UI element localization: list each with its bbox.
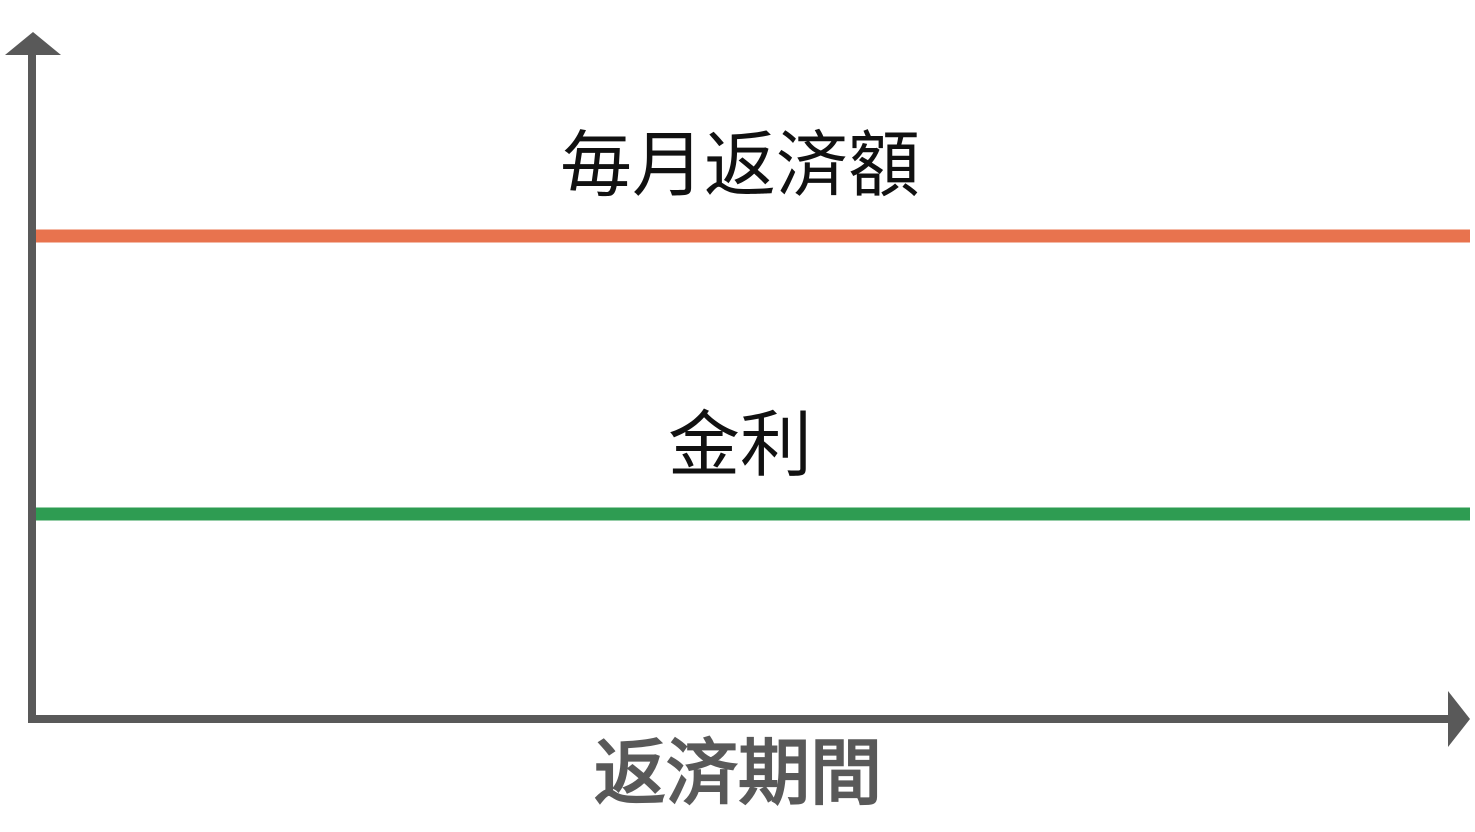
y-axis-arrowhead	[5, 32, 61, 55]
interest-rate-label: 金利	[668, 403, 812, 487]
x-axis-label: 返済期間	[594, 731, 882, 815]
x-axis-arrowhead	[1448, 691, 1470, 747]
monthly-payment-label: 毎月返済額	[560, 123, 920, 207]
